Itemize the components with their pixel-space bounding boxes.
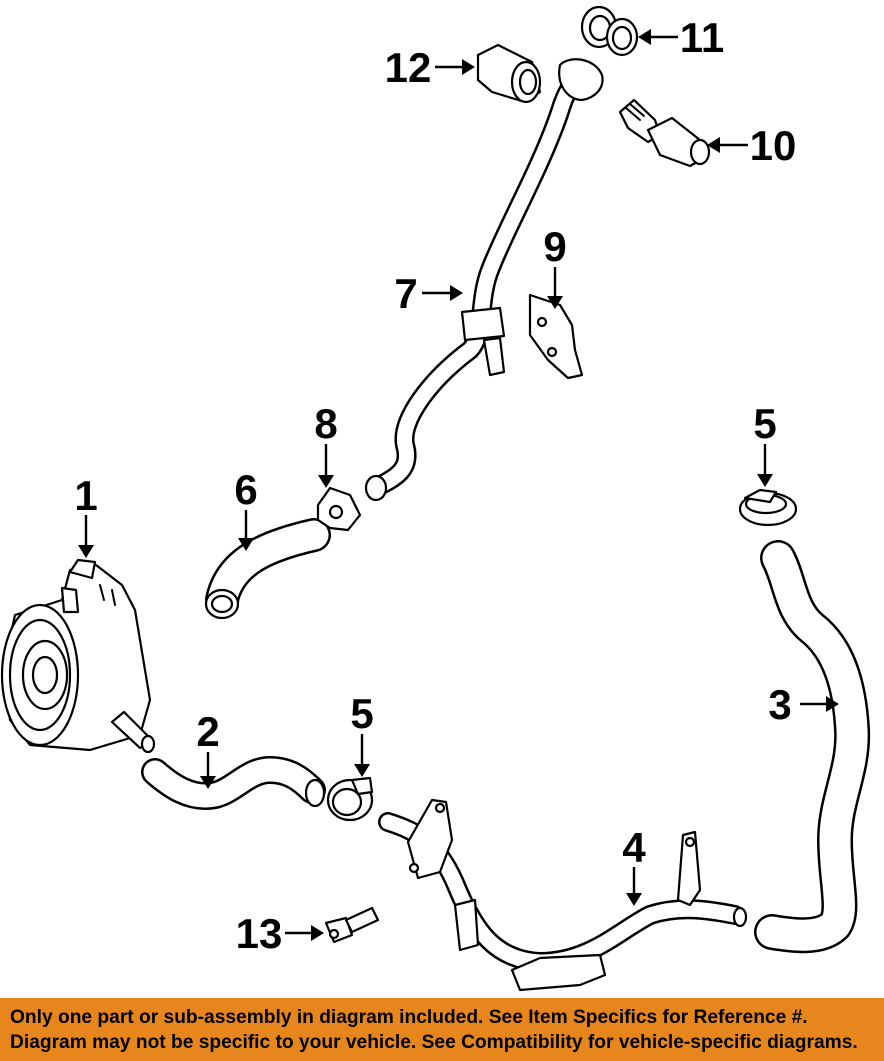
part-2-hose — [141, 756, 326, 810]
callout-1: 1 — [74, 472, 97, 519]
callout-13: 13 — [236, 910, 283, 957]
part-11-gaskets — [580, 5, 639, 57]
part-9-bracket — [528, 293, 584, 380]
callout-11: 11 — [680, 14, 724, 61]
callout-5-lower: 5 — [350, 690, 373, 737]
callout-2: 2 — [196, 708, 219, 755]
disclaimer-banner: Only one part or sub-assembly in diagram… — [0, 998, 884, 1061]
callout-leaders — [78, 29, 839, 941]
callout-3: 3 — [768, 681, 791, 728]
callout-12: 12 — [385, 44, 432, 91]
part-12-sleeve — [476, 43, 542, 104]
part-8-clip — [316, 486, 362, 532]
callout-7: 7 — [394, 270, 417, 317]
part-10-connector — [618, 98, 711, 168]
part-13-bolt — [324, 906, 380, 944]
parts-diagram: 1 2 3 4 5 5 6 7 8 9 10 11 12 13 — [0, 5, 871, 992]
part-5-clamp-upper — [738, 488, 798, 527]
part-3-hose — [754, 540, 871, 954]
callout-10: 10 — [750, 122, 797, 169]
part-5-clamp-lower — [326, 776, 374, 822]
callout-6: 6 — [234, 466, 257, 513]
callout-9: 9 — [543, 223, 566, 270]
callout-4: 4 — [622, 824, 646, 871]
part-7-pipe — [364, 58, 604, 502]
callout-5-upper: 5 — [753, 400, 776, 447]
part-1-oil-cooler — [0, 558, 156, 754]
callout-8: 8 — [314, 400, 337, 447]
disclaimer-line-2: Diagram may not be specific to your vehi… — [10, 1032, 858, 1053]
disclaimer-line-1: Only one part or sub-assembly in diagram… — [10, 1007, 808, 1028]
part-4-pipe — [378, 798, 748, 992]
part-6-hose — [204, 518, 331, 620]
